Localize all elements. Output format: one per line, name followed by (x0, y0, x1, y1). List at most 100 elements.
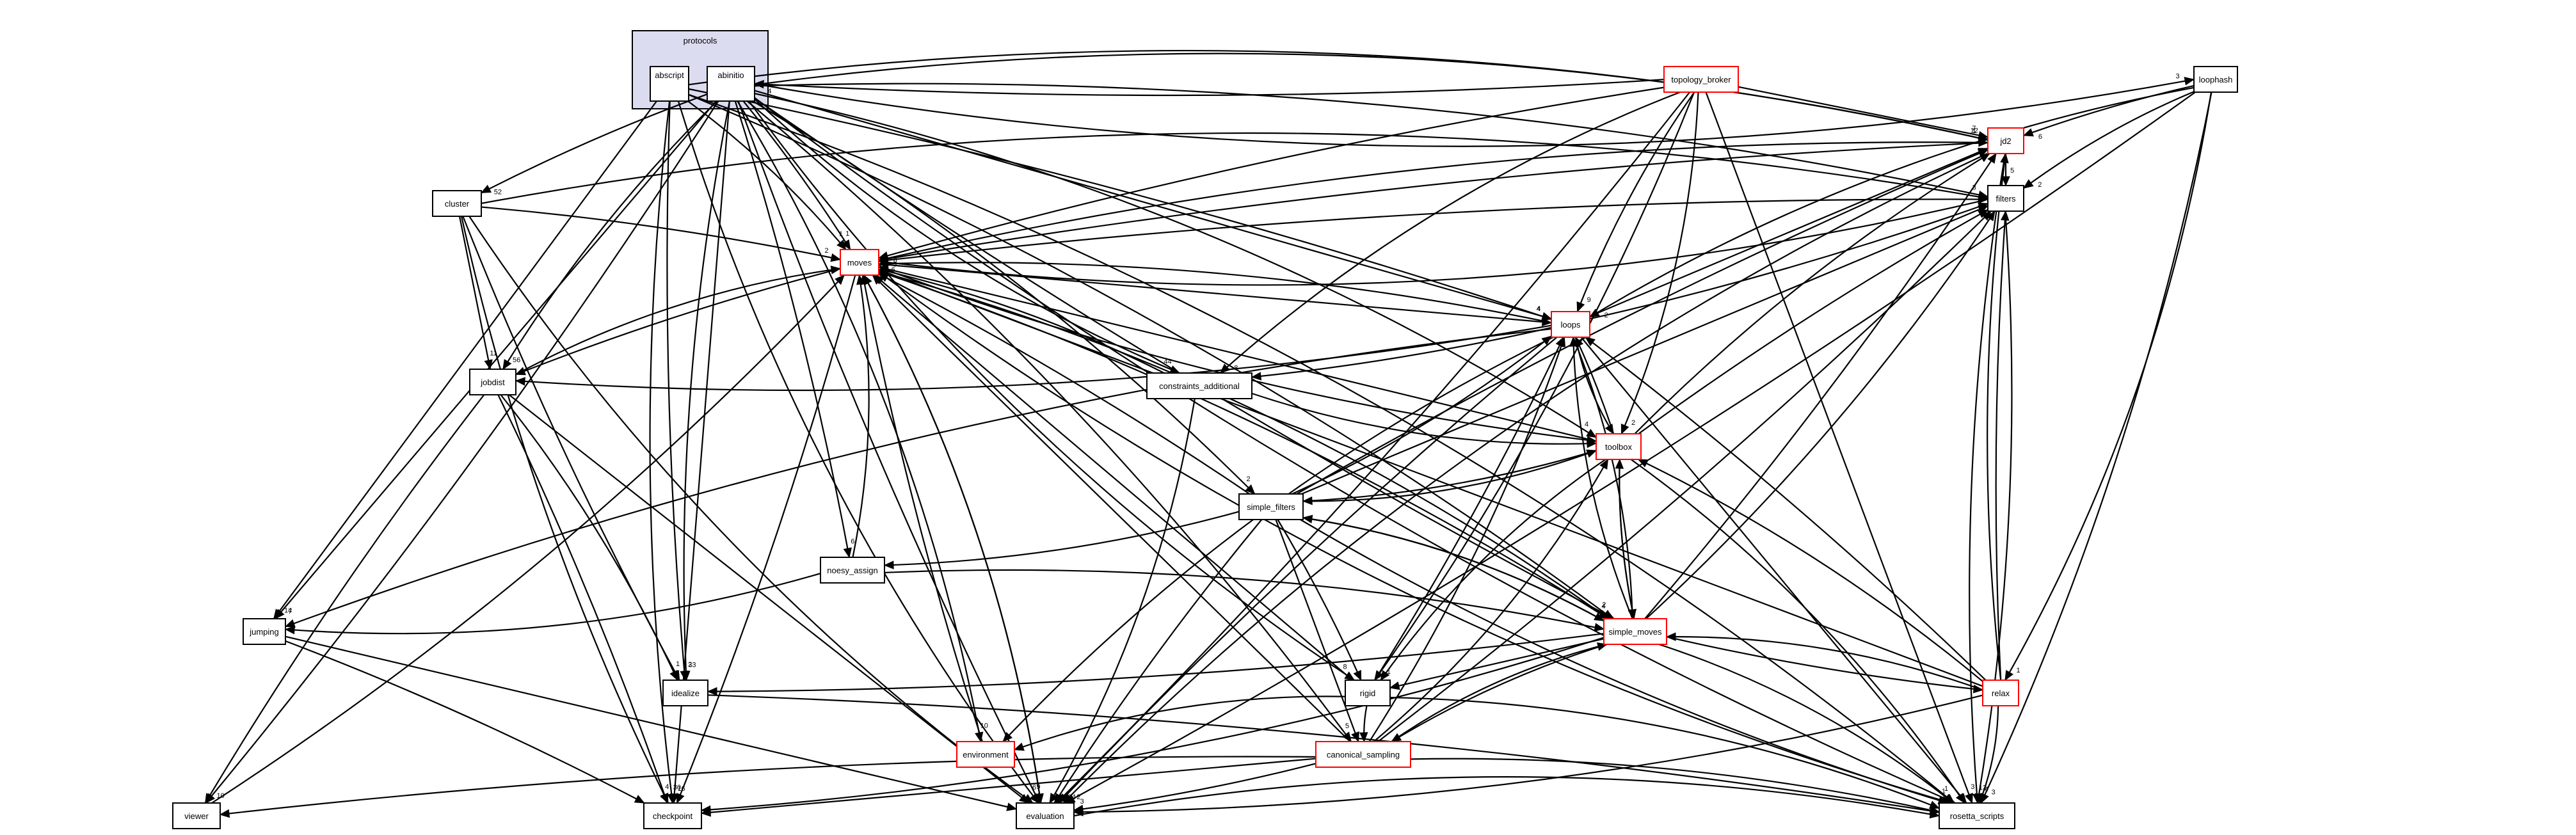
node-viewer[interactable]: viewer (172, 802, 221, 829)
arrowhead (1978, 138, 1989, 147)
arrowhead (1302, 514, 1313, 524)
node-environment[interactable]: environment (956, 741, 1015, 768)
node-box[interactable] (243, 618, 286, 645)
edge-weight-label: 6 (851, 538, 854, 546)
node-box[interactable] (1603, 618, 1667, 645)
arrowhead (1219, 363, 1231, 374)
node-box[interactable] (1146, 372, 1252, 399)
edge-weight-label: 9 (1037, 783, 1041, 791)
node-label: rigid (1360, 688, 1376, 698)
node-idealize[interactable]: idealize (662, 680, 708, 706)
node-simple-filters[interactable]: simple_filters (1238, 493, 1304, 520)
edge-simple_filters-to-jd2 (1296, 148, 1988, 495)
node-box[interactable] (172, 802, 221, 829)
edge-loops-to-toolbox (1574, 337, 1615, 434)
arrowhead (515, 377, 525, 386)
edge-simple_filters-to-loops (1292, 335, 1552, 495)
node-box[interactable] (2193, 66, 2238, 93)
node-rigid[interactable]: rigid (1345, 680, 1391, 706)
node-label: noesy_assign (827, 566, 878, 575)
arrowhead (2022, 179, 2034, 189)
node-box[interactable] (1939, 802, 2015, 829)
arrowhead (1986, 210, 1996, 221)
edge-simple_moves-to-relax (1666, 636, 1983, 691)
edge-relax-to-toolbox (1638, 459, 1983, 682)
edge-weight-label: 8 (1234, 365, 1238, 372)
edge-abinitio-to-evaluation (737, 100, 1041, 804)
node-rosetta-scripts[interactable]: rosetta_scripts (1939, 802, 2015, 829)
node-box[interactable] (643, 802, 702, 829)
edge-jobdist-to-checkpoint (497, 394, 668, 804)
arrowhead (1002, 731, 1013, 742)
node-constraints-additional[interactable]: constraints_additional (1146, 372, 1252, 399)
node-jd2[interactable]: jd2 (1987, 127, 2024, 154)
node-evaluation[interactable]: evaluation (1016, 802, 1075, 829)
node-label: simple_filters (1247, 502, 1295, 512)
node-box[interactable] (469, 369, 516, 395)
node-box[interactable] (820, 557, 885, 584)
edge-rigid-to-rosetta_scripts (1389, 696, 1940, 809)
arrowhead (1585, 337, 1596, 347)
node-box[interactable] (1345, 680, 1391, 706)
node-jobdist[interactable]: jobdist (469, 369, 516, 395)
edge-weight-label: 6 (893, 257, 897, 265)
node-box[interactable] (1663, 66, 1739, 93)
edge-relax-to-evaluation (1073, 694, 1983, 813)
edge-loophash-to-evaluation (1065, 91, 2196, 804)
edge-rigid-to-environment (1014, 696, 1346, 751)
edge-toolbox-to-filters (1638, 209, 1988, 434)
node-jumping[interactable]: jumping (243, 618, 286, 645)
edge-loophash-to-rosetta_scripts (1980, 91, 2212, 804)
edge-weight-label: 1 (1972, 127, 1976, 135)
node-box[interactable] (1596, 433, 1642, 460)
arrowhead (219, 809, 230, 818)
node-abscript[interactable]: abscript (650, 66, 689, 102)
arrowhead (284, 619, 296, 628)
node-box[interactable] (432, 190, 482, 217)
arrowhead (1978, 205, 1989, 214)
edge-weight-label: 10 (216, 792, 224, 800)
edge-moves-to-checkpoint (676, 274, 856, 804)
node-loops[interactable]: loops (1551, 311, 1590, 338)
node-box[interactable] (707, 66, 755, 102)
arrowhead (1006, 802, 1018, 811)
node-toolbox[interactable]: toolbox (1596, 433, 1642, 460)
node-loophash[interactable]: loophash (2193, 66, 2238, 93)
node-label: rosetta_scripts (1950, 811, 2004, 821)
node-topology-broker[interactable]: topology_broker (1663, 66, 1739, 93)
edge-weight-label: 44 (1164, 358, 1172, 366)
node-moves[interactable]: moves (840, 249, 879, 276)
edge-topology_broker-to-rigid (1373, 91, 1695, 681)
node-simple-moves[interactable]: simple_moves (1603, 618, 1667, 645)
node-box[interactable] (956, 741, 1015, 768)
node-box[interactable] (840, 249, 879, 276)
edge-moves-to-jd2 (878, 141, 1988, 261)
node-checkpoint[interactable]: checkpoint (643, 802, 702, 829)
edge-weight-label: 2 (688, 661, 692, 669)
node-box[interactable] (1016, 802, 1075, 829)
arrowhead (1665, 632, 1676, 641)
edge-environment-to-moves (862, 274, 983, 742)
node-box[interactable] (1987, 127, 2024, 154)
node-box[interactable] (1315, 741, 1411, 768)
edge-weight-label: 3 (893, 261, 897, 269)
node-cluster[interactable]: cluster (432, 190, 482, 217)
node-box[interactable] (662, 680, 708, 706)
node-relax[interactable]: relax (1982, 680, 2019, 706)
edge-simple_moves-to-loops (1572, 337, 1633, 619)
arrowhead (843, 547, 852, 559)
node-canonical-sampling[interactable]: canonical_sampling (1315, 741, 1411, 768)
edge-toolbox-to-moves (878, 266, 1597, 442)
node-box[interactable] (1987, 185, 2024, 212)
edge-canonical_sampling-to-loops (1368, 337, 1565, 742)
edge-weight-label: 5 (2010, 167, 2014, 175)
node-abinitio[interactable]: abinitio (707, 66, 755, 102)
node-box[interactable] (1551, 311, 1590, 338)
node-box[interactable] (650, 66, 689, 102)
node-noesy-assign[interactable]: noesy_assign (820, 557, 885, 584)
edge-loops-to-jobdist (515, 324, 1552, 392)
node-box[interactable] (1982, 680, 2019, 706)
node-filters[interactable]: filters (1987, 185, 2024, 212)
arrowhead (1053, 793, 1064, 804)
node-box[interactable] (1238, 493, 1304, 520)
